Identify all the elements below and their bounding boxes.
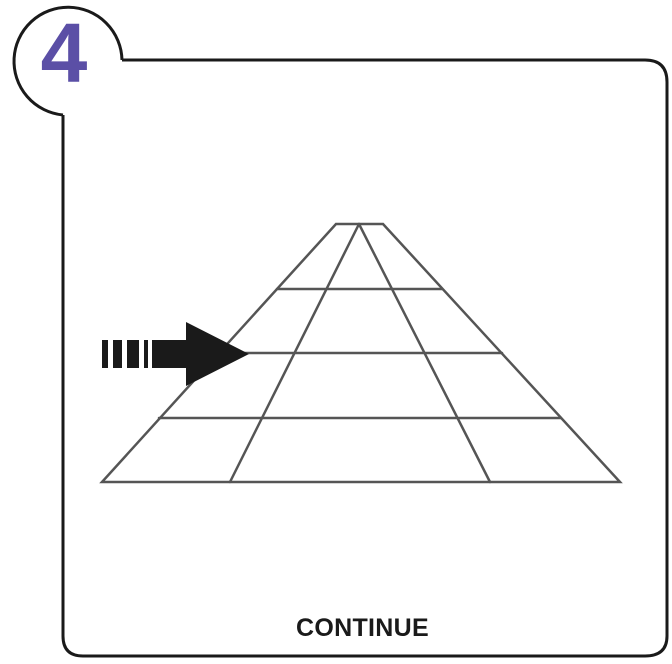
arrow-head (152, 322, 249, 386)
step-number: 4 (28, 10, 100, 96)
arrow-dash (113, 340, 122, 368)
arrow-dash (127, 340, 139, 368)
continue-caption: CONTINUE (0, 614, 672, 643)
arrow-dash (144, 340, 148, 368)
dashed-arrow-right-icon (102, 322, 249, 386)
arrow-dash (102, 340, 108, 368)
